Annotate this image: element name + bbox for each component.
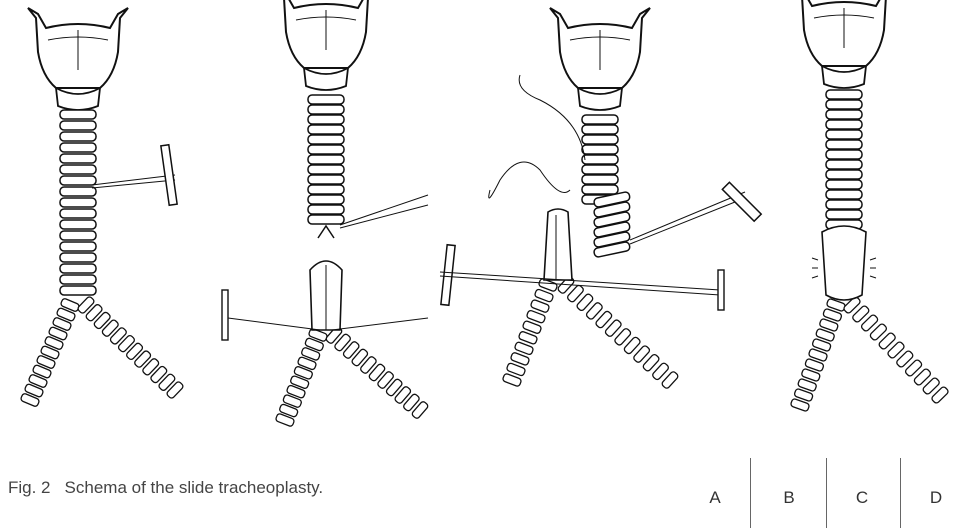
cartilage-ring xyxy=(826,190,862,199)
cartilage-ring xyxy=(60,154,96,163)
cartilage-ring xyxy=(308,135,344,144)
panel-label-d: D xyxy=(921,488,951,508)
cartilage-ring xyxy=(826,160,862,169)
cartilage-ring xyxy=(582,185,618,194)
cartilage-ring xyxy=(582,115,618,124)
cartilage-ring xyxy=(308,115,344,124)
cartilage-ring xyxy=(308,185,344,194)
cartilage-ring xyxy=(308,95,344,104)
panel-c-drawing xyxy=(440,8,761,389)
cartilage-ring xyxy=(60,253,96,262)
cartilage-ring xyxy=(60,187,96,196)
cartilage-ring xyxy=(308,145,344,154)
panel-a-drawing xyxy=(20,8,184,407)
cartilage-ring xyxy=(60,198,96,207)
panel-divider xyxy=(750,458,751,528)
cartilage-ring xyxy=(826,120,862,129)
panel-divider xyxy=(900,458,901,528)
cartilage-ring xyxy=(308,165,344,174)
cartilage-ring xyxy=(826,100,862,109)
cartilage-ring xyxy=(308,125,344,134)
cartilage-ring xyxy=(826,110,862,119)
cartilage-ring xyxy=(60,242,96,251)
cartilage-ring xyxy=(308,195,344,204)
cartilage-ring xyxy=(60,209,96,218)
cartilage-ring xyxy=(826,170,862,179)
tracheoplasty-illustration xyxy=(0,0,964,450)
cartilage-ring xyxy=(60,264,96,273)
cartilage-ring xyxy=(308,155,344,164)
cartilage-ring xyxy=(826,130,862,139)
cartilage-ring xyxy=(582,125,618,134)
cartilage-ring xyxy=(582,165,618,174)
cartilage-ring xyxy=(826,200,862,209)
cartilage-ring xyxy=(826,180,862,189)
caption-text: Schema of the slide tracheoplasty. xyxy=(65,478,324,497)
cartilage-ring xyxy=(308,215,344,224)
cartilage-ring xyxy=(308,175,344,184)
cartilage-ring xyxy=(308,105,344,114)
cartilage-ring xyxy=(826,210,862,219)
panel-label-a: A xyxy=(700,488,730,508)
cartilage-ring xyxy=(582,145,618,154)
cartilage-ring xyxy=(308,205,344,214)
cartilage-ring xyxy=(60,121,96,130)
caption-label: Fig. 2 xyxy=(8,478,51,497)
cartilage-ring xyxy=(60,176,96,185)
cartilage-ring xyxy=(582,135,618,144)
cartilage-ring xyxy=(826,90,862,99)
panel-label-b: B xyxy=(774,488,804,508)
cartilage-ring xyxy=(582,155,618,164)
panel-b-drawing xyxy=(222,0,429,427)
panel-label-c: C xyxy=(847,488,877,508)
cartilage-ring xyxy=(826,150,862,159)
cartilage-ring xyxy=(60,275,96,284)
cartilage-ring xyxy=(60,220,96,229)
panel-divider xyxy=(826,458,827,528)
cartilage-ring xyxy=(60,165,96,174)
cartilage-ring xyxy=(60,286,96,295)
panel-d-drawing xyxy=(790,0,949,412)
cartilage-ring xyxy=(60,132,96,141)
figure-caption: Fig. 2 Schema of the slide tracheoplasty. xyxy=(8,478,323,498)
cartilage-ring xyxy=(60,231,96,240)
cartilage-ring xyxy=(60,143,96,152)
cartilage-ring xyxy=(582,175,618,184)
cartilage-ring xyxy=(826,140,862,149)
cartilage-ring xyxy=(60,110,96,119)
